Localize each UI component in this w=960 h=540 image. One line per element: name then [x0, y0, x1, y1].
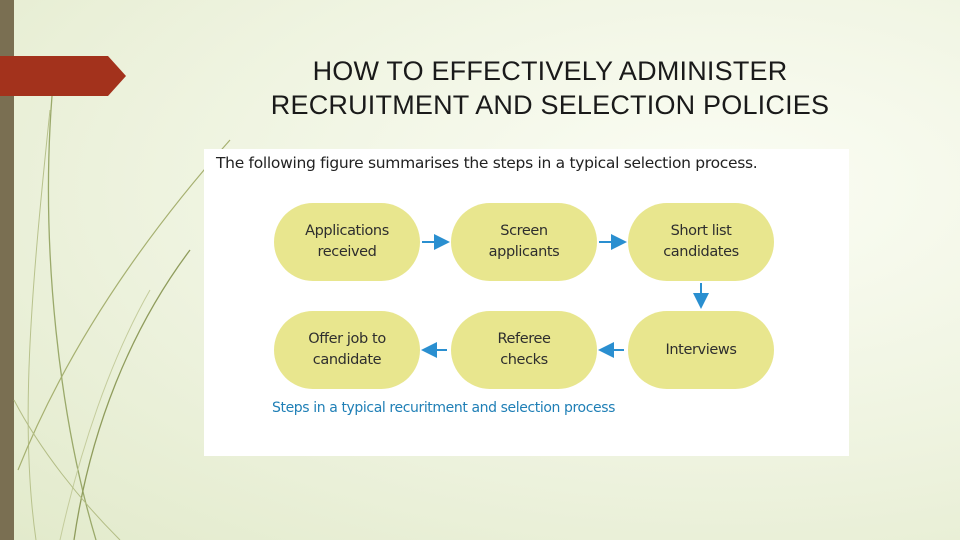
selection-process-figure: The following figure summarises the step…	[204, 149, 849, 456]
slide-title-line-2: RECRUITMENT AND SELECTION POLICIES	[200, 88, 900, 122]
title-accent-tab	[0, 56, 126, 96]
figure-caption: Steps in a typical recuritment and selec…	[272, 400, 615, 416]
slide-title-line-1: HOW TO EFFECTIVELY ADMINISTER	[200, 54, 900, 88]
slide-title: HOW TO EFFECTIVELY ADMINISTER RECRUITMEN…	[200, 54, 900, 122]
